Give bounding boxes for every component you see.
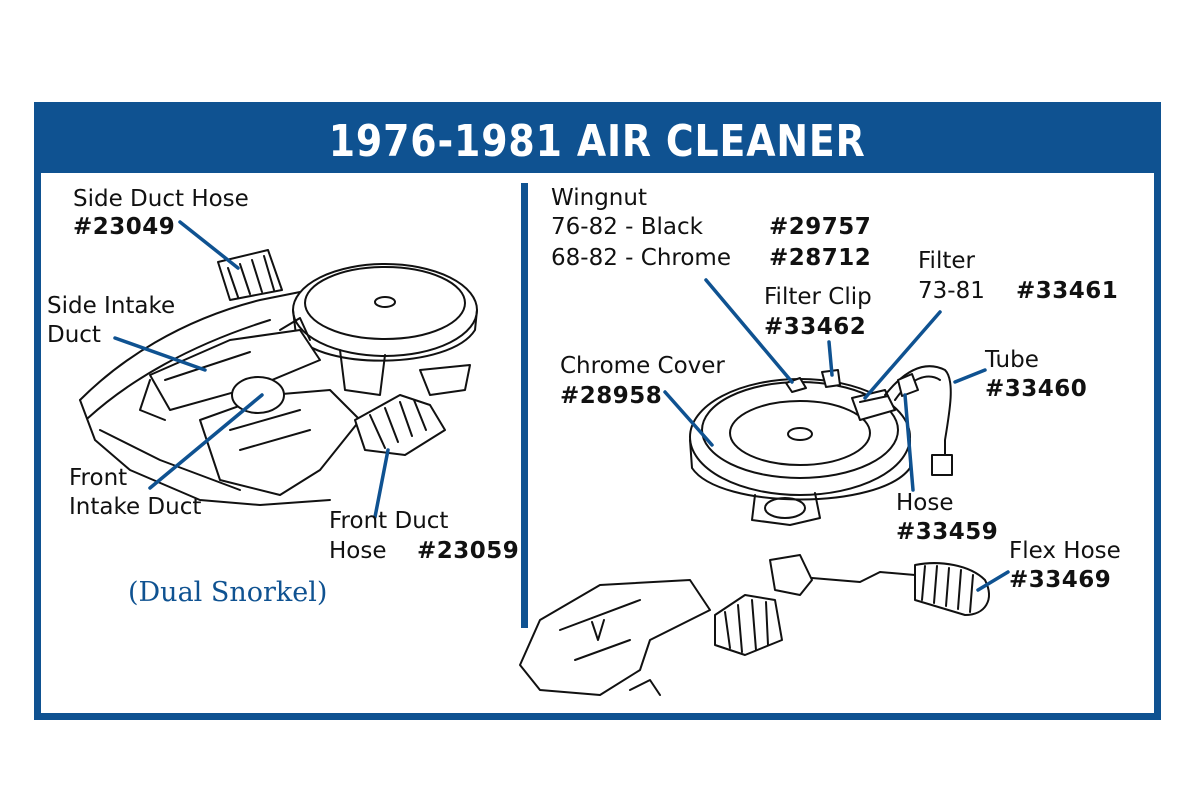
wingnut-variant-chrome: 68-82 - Chrome (551, 245, 731, 271)
leader-lines (113, 220, 1010, 592)
filter-label: Filter (918, 248, 975, 274)
wingnut-chrome-part-number: #28712 (769, 245, 872, 271)
wingnut-black-part-number: #29757 (769, 214, 872, 240)
chrome-cover-label: Chrome Cover (560, 353, 725, 379)
filter-years: 73-81 (918, 278, 985, 304)
front-duct-hose-label-line1: Front Duct (329, 508, 449, 534)
side-duct-hose-part-number: #23049 (73, 214, 176, 240)
wingnut-label: Wingnut (551, 185, 647, 211)
page-title: 1976-1981 AIR CLEANER (329, 115, 866, 167)
hose-label: Hose (896, 490, 954, 516)
front-duct-hose-part-number: #23059 (417, 538, 520, 564)
flex-hose-label: Flex Hose (1009, 538, 1121, 564)
front-intake-duct-label-line1: Front (69, 465, 128, 491)
filter-part-number: #33461 (1016, 278, 1119, 304)
wingnut-variant-black: 76-82 - Black (551, 214, 703, 240)
side-intake-duct-label-line1: Side Intake (47, 293, 176, 319)
title-bar: 1976-1981 AIR CLEANER (41, 109, 1154, 173)
side-duct-hose-label: Side Duct Hose (73, 186, 249, 212)
dual-snorkel-caption: (Dual Snorkel) (128, 577, 328, 608)
front-duct-hose-label-line2: Hose (329, 538, 387, 564)
tube-label: Tube (985, 347, 1039, 373)
tube-part-number: #33460 (985, 376, 1088, 402)
flex-hose-part-number: #33469 (1009, 567, 1112, 593)
filter-clip-label: Filter Clip (764, 284, 872, 310)
right-assembly-drawing (519, 365, 990, 696)
front-intake-duct-label-line2: Intake Duct (69, 494, 202, 520)
diagram-frame: 1976-1981 AIR CLEANER (34, 102, 1161, 720)
chrome-cover-part-number: #28958 (560, 383, 663, 409)
side-intake-duct-label-line2: Duct (47, 322, 101, 348)
hose-part-number: #33459 (896, 519, 999, 545)
left-engine-drawing (79, 249, 478, 506)
filter-clip-part-number: #33462 (764, 314, 867, 340)
panel-divider (521, 183, 528, 628)
